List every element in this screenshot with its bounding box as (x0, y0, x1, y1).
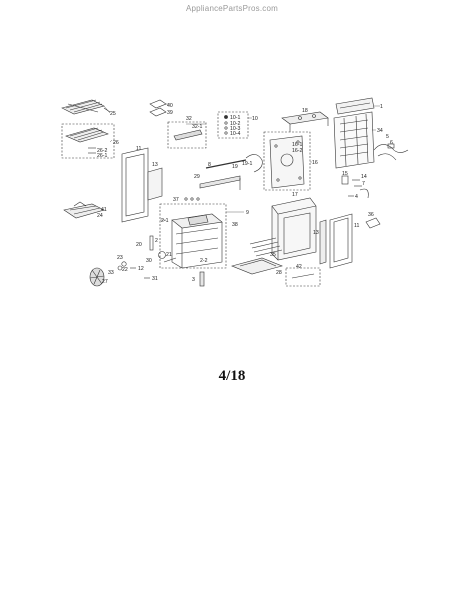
callout-13-left: 13 (152, 162, 158, 168)
rear-panel-assembly-part[interactable] (263, 131, 311, 191)
door-assembly-right-part[interactable] (319, 213, 353, 269)
callout-10-3: 10-3 (230, 126, 240, 132)
callout-37: 37 (173, 197, 179, 203)
watermark: AppliancePartsPros.com (186, 4, 278, 13)
callout-9: 9 (246, 210, 249, 216)
callout-21: 21 (166, 252, 172, 258)
wire-harness-part[interactable] (373, 143, 409, 161)
side-rail-part[interactable] (199, 175, 241, 190)
callout-16-1: 16-1 (292, 142, 302, 148)
callout-16-2: 16-2 (292, 148, 302, 154)
gasket-ring-parts[interactable] (158, 251, 177, 263)
terminal-block-part[interactable] (365, 217, 381, 229)
callout-19-1: 19-1 (242, 161, 252, 167)
clip-parts[interactable] (149, 99, 167, 117)
callout-38: 38 (232, 222, 238, 228)
callout-22: 22 (122, 267, 128, 273)
callout-6: 6 (390, 140, 393, 146)
callout-33: 33 (108, 270, 114, 276)
callout-42: 42 (296, 264, 302, 270)
callout-20: 20 (136, 242, 142, 248)
bottom-rail-kit-part[interactable] (285, 267, 321, 287)
convection-fan-part[interactable] (89, 267, 105, 287)
callout-7: 7 (362, 181, 365, 187)
callout-27: 27 (102, 279, 108, 285)
callout-10-2: 10-2 (230, 121, 240, 127)
callout-29: 29 (194, 174, 200, 180)
callout-25: 25 (110, 111, 116, 117)
oven-cavity-assembly-part[interactable] (159, 203, 227, 269)
callout-39: 39 (167, 110, 173, 116)
top-bracket-part[interactable] (281, 111, 329, 132)
callout-1: 1 (380, 104, 383, 110)
callout-10: 10 (252, 116, 258, 122)
sensor-parts[interactable] (341, 175, 369, 199)
callout-10-1: 10-1 (230, 115, 240, 121)
callout-41: 41 (101, 207, 107, 213)
door-frame-part[interactable] (121, 147, 149, 223)
callout-2-1: 2-1 (161, 218, 169, 224)
screw-parts[interactable] (184, 197, 200, 201)
oven-rack-part[interactable] (61, 99, 111, 115)
oven-cabinet-part[interactable] (271, 197, 317, 261)
callout-40: 40 (167, 103, 173, 109)
callout-2-2: 2-2 (200, 258, 208, 264)
fitting-parts[interactable] (117, 261, 136, 271)
callout-8: 8 (208, 162, 211, 168)
callout-24: 24 (97, 213, 103, 219)
callout-11-right: 11 (354, 223, 359, 229)
callout-23: 23 (117, 255, 123, 261)
callout-2: 2 (155, 238, 158, 244)
callout-28: 28 (276, 270, 282, 276)
callout-3: 3 (192, 277, 195, 283)
latch-bar-part[interactable] (149, 235, 154, 251)
callout-19: 19 (232, 164, 238, 170)
rack-guide-part[interactable] (249, 237, 283, 257)
hardware-kit-part[interactable] (217, 111, 249, 139)
callout-14: 14 (361, 174, 367, 180)
support-rod-part[interactable] (205, 159, 247, 169)
post-part[interactable] (199, 271, 205, 287)
callout-26-2: 26-2 (97, 148, 107, 154)
oven-rack-assembly-part[interactable] (61, 123, 115, 159)
callout-10-4: 10-4 (230, 131, 240, 137)
page-number: 4/18 (218, 368, 246, 384)
hinge-part[interactable] (245, 154, 263, 173)
callout-31: 31 (152, 276, 158, 282)
heating-element-part[interactable] (63, 201, 105, 219)
callout-17: 17 (292, 192, 298, 198)
control-panel-part[interactable] (333, 97, 375, 169)
callout-32-1: 32-1 (192, 124, 202, 130)
door-glass-part[interactable] (147, 167, 163, 201)
callout-4: 4 (355, 194, 358, 200)
callout-12: 12 (138, 266, 144, 272)
callout-30: 30 (146, 258, 152, 264)
callout-11-left: 11 (136, 146, 141, 152)
callout-13-right: 13 (313, 230, 319, 236)
callout-16: 16 (312, 160, 318, 166)
callout-15: 15 (342, 171, 348, 177)
callout-32: 32 (186, 116, 192, 122)
drip-tray-part[interactable] (231, 257, 283, 275)
callout-36: 36 (368, 212, 374, 218)
bracket-assembly-part[interactable] (167, 121, 207, 149)
callout-18: 18 (302, 108, 308, 114)
callout-34: 34 (377, 128, 383, 134)
callout-35: 35 (270, 252, 276, 258)
callout-5: 5 (386, 134, 389, 140)
callout-26-1: 26-1 (97, 153, 107, 159)
callout-26: 26 (113, 140, 119, 146)
